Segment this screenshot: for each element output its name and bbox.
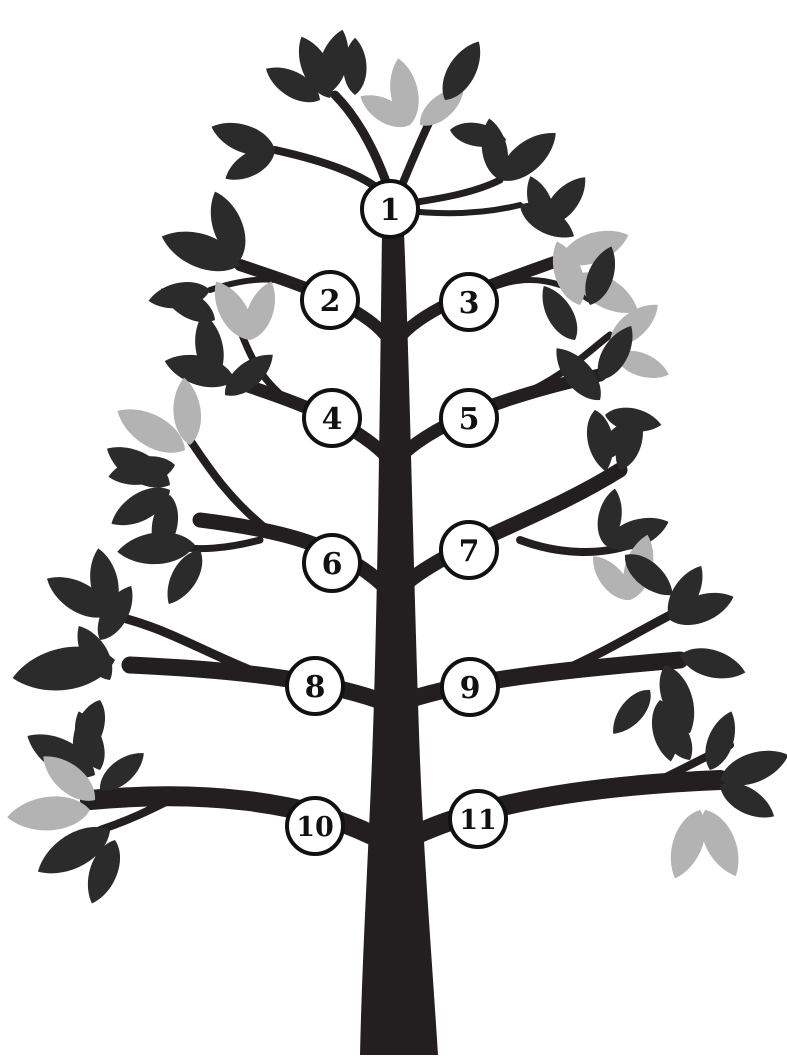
- node-3: 3: [441, 274, 497, 330]
- node-7: 7: [441, 522, 497, 578]
- node-label: 6: [322, 547, 343, 582]
- node-label: 2: [320, 284, 341, 319]
- node-label: 8: [305, 670, 326, 705]
- node-5: 5: [441, 390, 497, 446]
- node-9: 9: [442, 659, 498, 715]
- node-10: 10: [287, 798, 343, 854]
- node-8: 8: [287, 658, 343, 714]
- node-6: 6: [304, 535, 360, 591]
- leaf: [604, 683, 658, 742]
- node-label: 4: [322, 402, 343, 437]
- node-label: 10: [296, 812, 334, 843]
- node-label: 11: [459, 805, 497, 836]
- node-label: 3: [459, 286, 480, 321]
- node-2: 2: [302, 272, 358, 328]
- node-4: 4: [304, 390, 360, 446]
- node-label: 1: [380, 193, 401, 228]
- node-1: 1: [362, 181, 418, 237]
- leaf: [6, 793, 92, 834]
- node-label: 9: [460, 671, 481, 706]
- node-label: 7: [459, 534, 480, 569]
- node-11: 11: [450, 791, 506, 847]
- tree-trunk: [360, 232, 438, 1055]
- node-label: 5: [459, 402, 480, 437]
- leaf: [676, 642, 748, 686]
